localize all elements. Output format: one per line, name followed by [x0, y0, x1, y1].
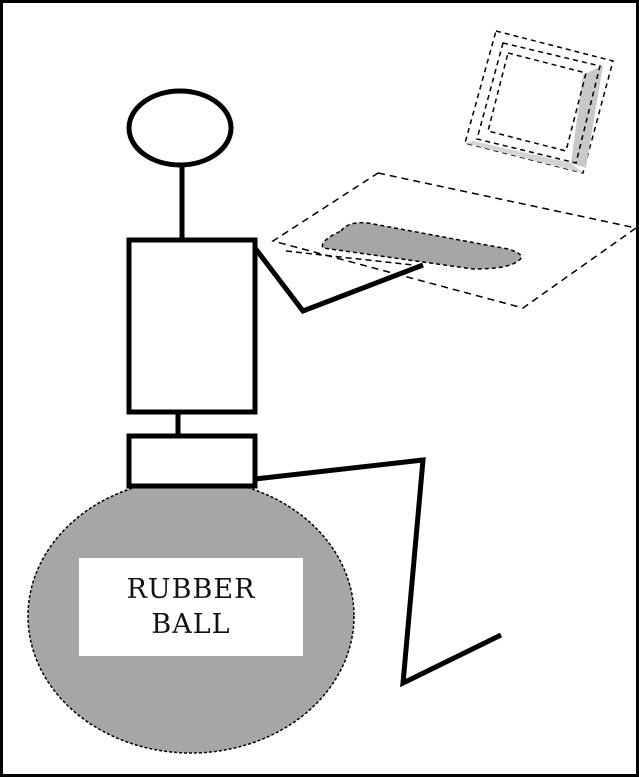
computer-monitor — [465, 31, 613, 173]
figure-head — [129, 91, 231, 165]
rubber-ball-label: RUBBER BALL — [79, 558, 303, 656]
ball-label-line1: RUBBER — [127, 572, 256, 607]
ergonomic-seating-diagram — [3, 3, 639, 780]
ball-label-line2: BALL — [151, 607, 230, 642]
figure-hips — [129, 436, 255, 486]
figure-torso — [129, 240, 255, 412]
